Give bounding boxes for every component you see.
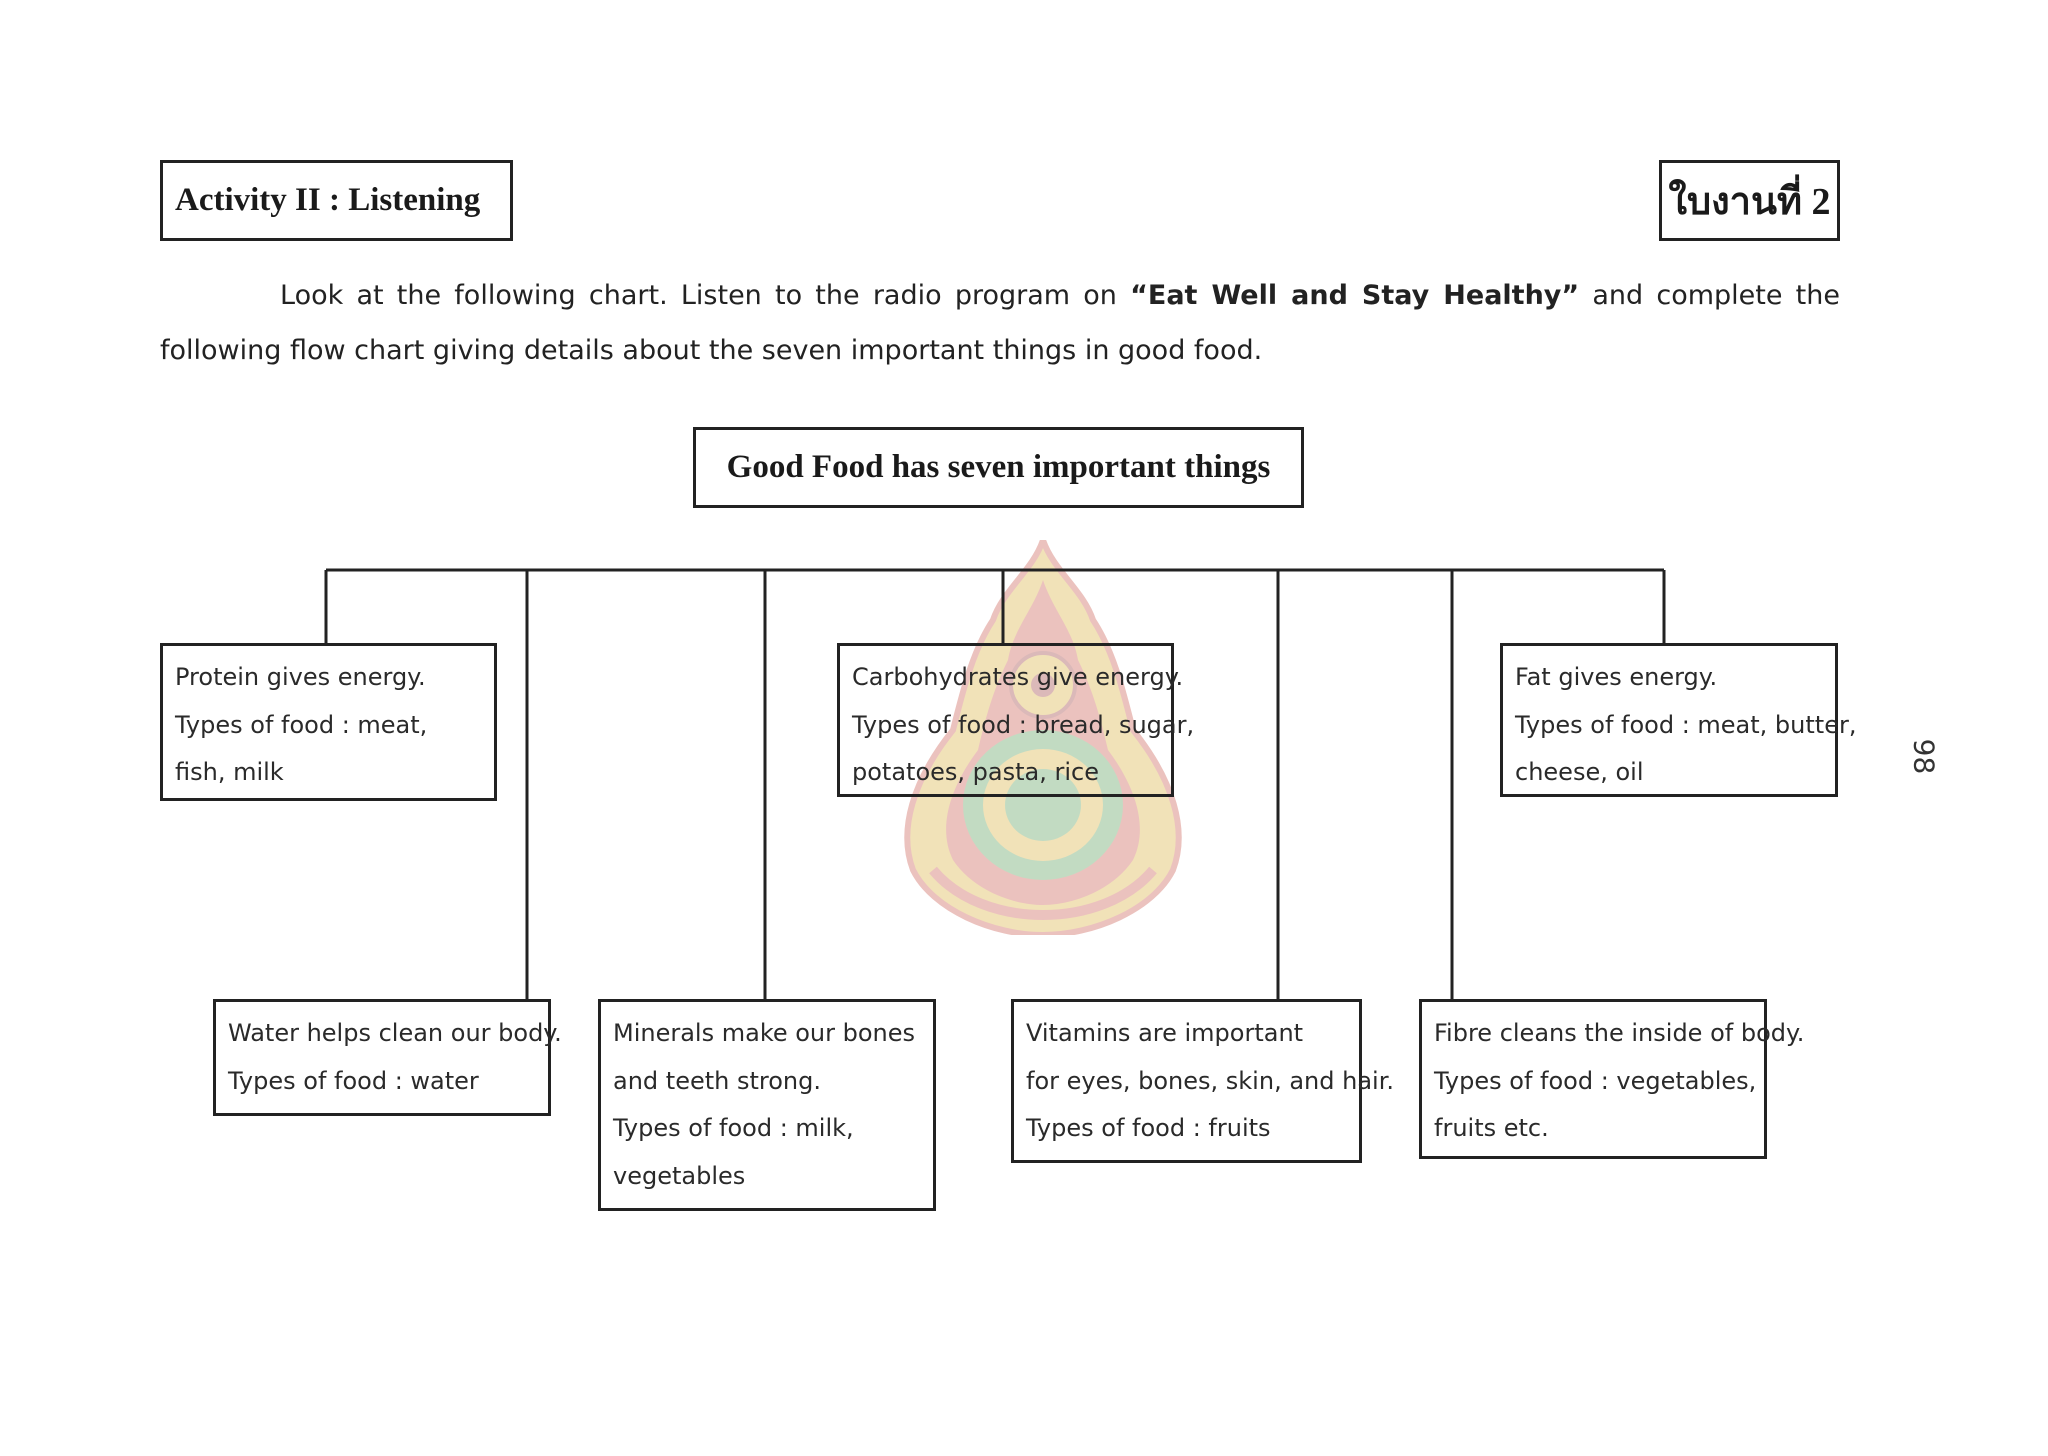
protein-line-2: Types of food : meat, xyxy=(175,710,428,739)
minerals-line-4: vegetables xyxy=(613,1161,746,1190)
water-box: Water helps clean our body. Types of foo… xyxy=(213,999,562,1116)
carbohydrates-line-3: potatoes, pasta, rice xyxy=(852,758,1099,786)
worksheet-label: ใบงานที่ 2 xyxy=(1668,181,1831,223)
water-line-1: Water helps clean our body. xyxy=(228,1019,562,1047)
instructions-text-1: Look at the following chart. Listen to t… xyxy=(280,280,1131,311)
fibre-line-1: Fibre cleans the inside of body. xyxy=(1434,1019,1805,1047)
chart-title-box: Good Food has seven important things xyxy=(693,427,1304,508)
vitamins-box: Vitamins are important for eyes, bones, … xyxy=(1011,999,1394,1163)
fibre-line-3: fruits etc. xyxy=(1434,1114,1549,1142)
page-number: 98 xyxy=(1907,738,1941,775)
worksheet-label-box: ใบงานที่ 2 xyxy=(1659,160,1840,241)
minerals-line-2: and teeth strong. xyxy=(613,1066,821,1095)
protein-line-1: Protein gives energy. xyxy=(175,663,426,691)
program-title: “Eat Well and Stay Healthy” xyxy=(1130,280,1580,311)
fat-line-3: cheese, oil xyxy=(1515,758,1644,786)
protein-box: Protein gives energy. Types of food : me… xyxy=(160,643,497,801)
vitamins-line-3: Types of food : fruits xyxy=(1026,1114,1271,1142)
vitamins-line-2: for eyes, bones, skin, and hair. xyxy=(1026,1066,1394,1095)
fat-line-2: Types of food : meat, butter, xyxy=(1515,710,1857,739)
fat-line-1: Fat gives energy. xyxy=(1515,663,1718,691)
carbohydrates-box: Carbohydrates give energy. Types of food… xyxy=(837,643,1195,797)
chart-title: Good Food has seven important things xyxy=(726,449,1271,485)
minerals-box: Minerals make our bones and teeth strong… xyxy=(598,999,936,1211)
fibre-box: Fibre cleans the inside of body. Types o… xyxy=(1419,999,1805,1159)
carbohydrates-line-2: Types of food : bread, sugar, xyxy=(852,710,1195,739)
activity-title-box: Activity II : Listening xyxy=(160,160,513,241)
minerals-line-1: Minerals make our bones xyxy=(613,1019,916,1047)
water-line-2: Types of food : water xyxy=(228,1066,479,1095)
activity-title: Activity II : Listening xyxy=(175,182,481,218)
instructions-paragraph: Look at the following chart. Listen to t… xyxy=(160,268,1840,378)
minerals-line-3: Types of food : milk, xyxy=(613,1114,854,1142)
school-emblem-watermark xyxy=(904,540,1182,935)
fat-box: Fat gives energy. Types of food : meat, … xyxy=(1500,643,1857,797)
instructions-text-2: and complete the following flow chart gi… xyxy=(160,280,1840,366)
protein-line-3: fish, milk xyxy=(175,758,284,786)
vitamins-line-1: Vitamins are important xyxy=(1026,1019,1304,1047)
carbohydrates-line-1: Carbohydrates give energy. xyxy=(852,663,1184,691)
fibre-line-2: Types of food : vegetables, xyxy=(1434,1066,1757,1095)
